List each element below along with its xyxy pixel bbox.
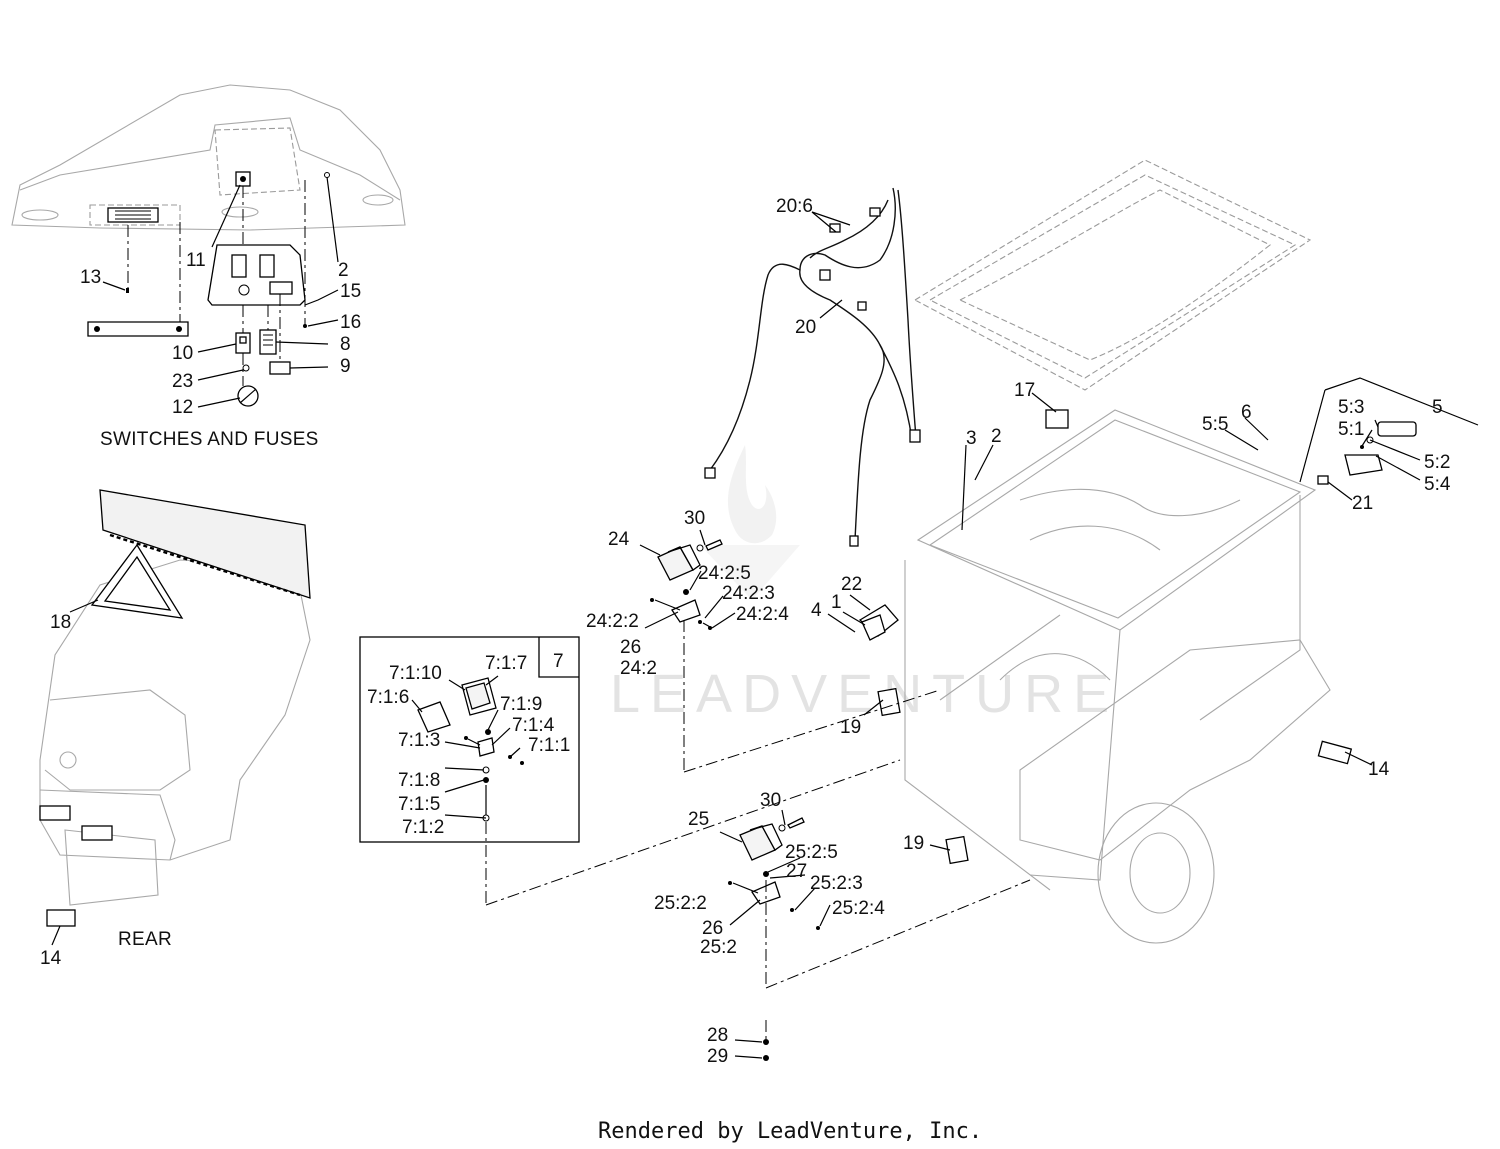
callout-25-2-3: 25:2:3 [810,873,863,894]
callout-20-6: 20:6 [776,196,813,217]
callout-17: 17 [1014,380,1035,401]
callout-5: 5 [1432,397,1443,418]
callout-24-2-5: 24:2:5 [698,563,751,584]
wire-harness [704,187,921,547]
callout-24-2: 24:2 [620,658,657,679]
callout-16: 16 [340,312,361,333]
callout-7-1-1: 7:1:1 [528,735,570,756]
callout-7-1-2: 7:1:2 [402,817,444,838]
callout-7-1-4: 7:1:4 [512,715,555,736]
callout-24-2-2: 24:2:2 [586,611,639,632]
callout-12: 12 [172,397,193,418]
callout-2-main: 2 [991,426,1002,447]
callout-7-1-7: 7:1:7 [485,653,527,674]
watermark-logo [700,445,800,600]
callout-21: 21 [1352,493,1373,514]
callout-30-upper: 30 [684,508,705,529]
callout-24-2-4: 24:2:4 [736,604,789,625]
callout-6: 6 [1241,402,1252,423]
callout-7-1-3: 7:1:3 [398,730,440,751]
callout-26-upper: 26 [620,637,641,658]
callout-20: 20 [795,317,816,338]
callout-18: 18 [50,612,71,633]
callout-22: 22 [841,574,862,595]
callout-27: 27 [786,861,807,882]
callout-23: 23 [172,371,193,392]
callout-4: 4 [811,600,822,621]
part-labels: 13 11 2 15 16 10 8 23 9 12 18 14 20:6 20… [40,196,1451,1067]
callout-8: 8 [340,334,351,355]
callout-24-2-3: 24:2:3 [722,583,775,604]
callout-9: 9 [340,356,351,377]
callout-14-rear: 14 [40,948,62,969]
callout-28: 28 [707,1025,728,1046]
callout-13: 13 [80,267,101,288]
dashboard-panel-view [11,84,406,408]
vehicle-body [827,377,1479,944]
callout-14-main: 14 [1368,759,1390,780]
callout-25-2-2: 25:2:2 [654,893,707,914]
light-25-assembly [719,809,1031,1061]
callout-7: 7 [553,651,564,672]
light-24-assembly [639,529,941,773]
detail-box-7 [359,636,901,906]
callout-7-1-8: 7:1:8 [398,770,440,791]
callout-7-1-9: 7:1:9 [500,694,542,715]
callout-11: 11 [186,250,206,271]
callout-29: 29 [707,1046,728,1067]
watermark-text: LEADVENTURE [610,664,1119,724]
callout-2: 2 [338,260,349,281]
callout-26-lower: 26 [702,918,723,939]
callout-25: 25 [688,809,709,830]
callout-25-2: 25:2 [700,937,737,958]
callout-7-1-5: 7:1:5 [398,794,440,815]
callout-30-lower: 30 [760,790,781,811]
callout-25-2-4: 25:2:4 [832,898,885,919]
footer-credit: Rendered by LeadVenture, Inc. [598,1119,982,1144]
callout-5-5: 5:5 [1202,414,1228,435]
callout-15: 15 [340,281,361,302]
callout-5-2: 5:2 [1424,452,1450,473]
callout-24: 24 [608,529,630,550]
callout-1: 1 [831,592,842,613]
callout-5-4: 5:4 [1424,474,1451,495]
callout-7-1-10: 7:1:10 [389,663,442,684]
callout-10: 10 [172,343,193,364]
rear-view [39,489,311,946]
caption-rear: REAR [118,929,172,950]
callout-19-upper: 19 [840,717,861,738]
callout-5-3: 5:3 [1338,397,1364,418]
callout-7-1-6: 7:1:6 [367,687,409,708]
callout-19-lower: 19 [903,833,924,854]
callout-25-2-5: 25:2:5 [785,842,838,863]
caption-switches-and-fuses: SWITCHES AND FUSES [100,429,319,450]
callout-3: 3 [966,428,977,449]
roof-canopy [913,159,1312,391]
callout-5-1: 5:1 [1338,419,1364,440]
